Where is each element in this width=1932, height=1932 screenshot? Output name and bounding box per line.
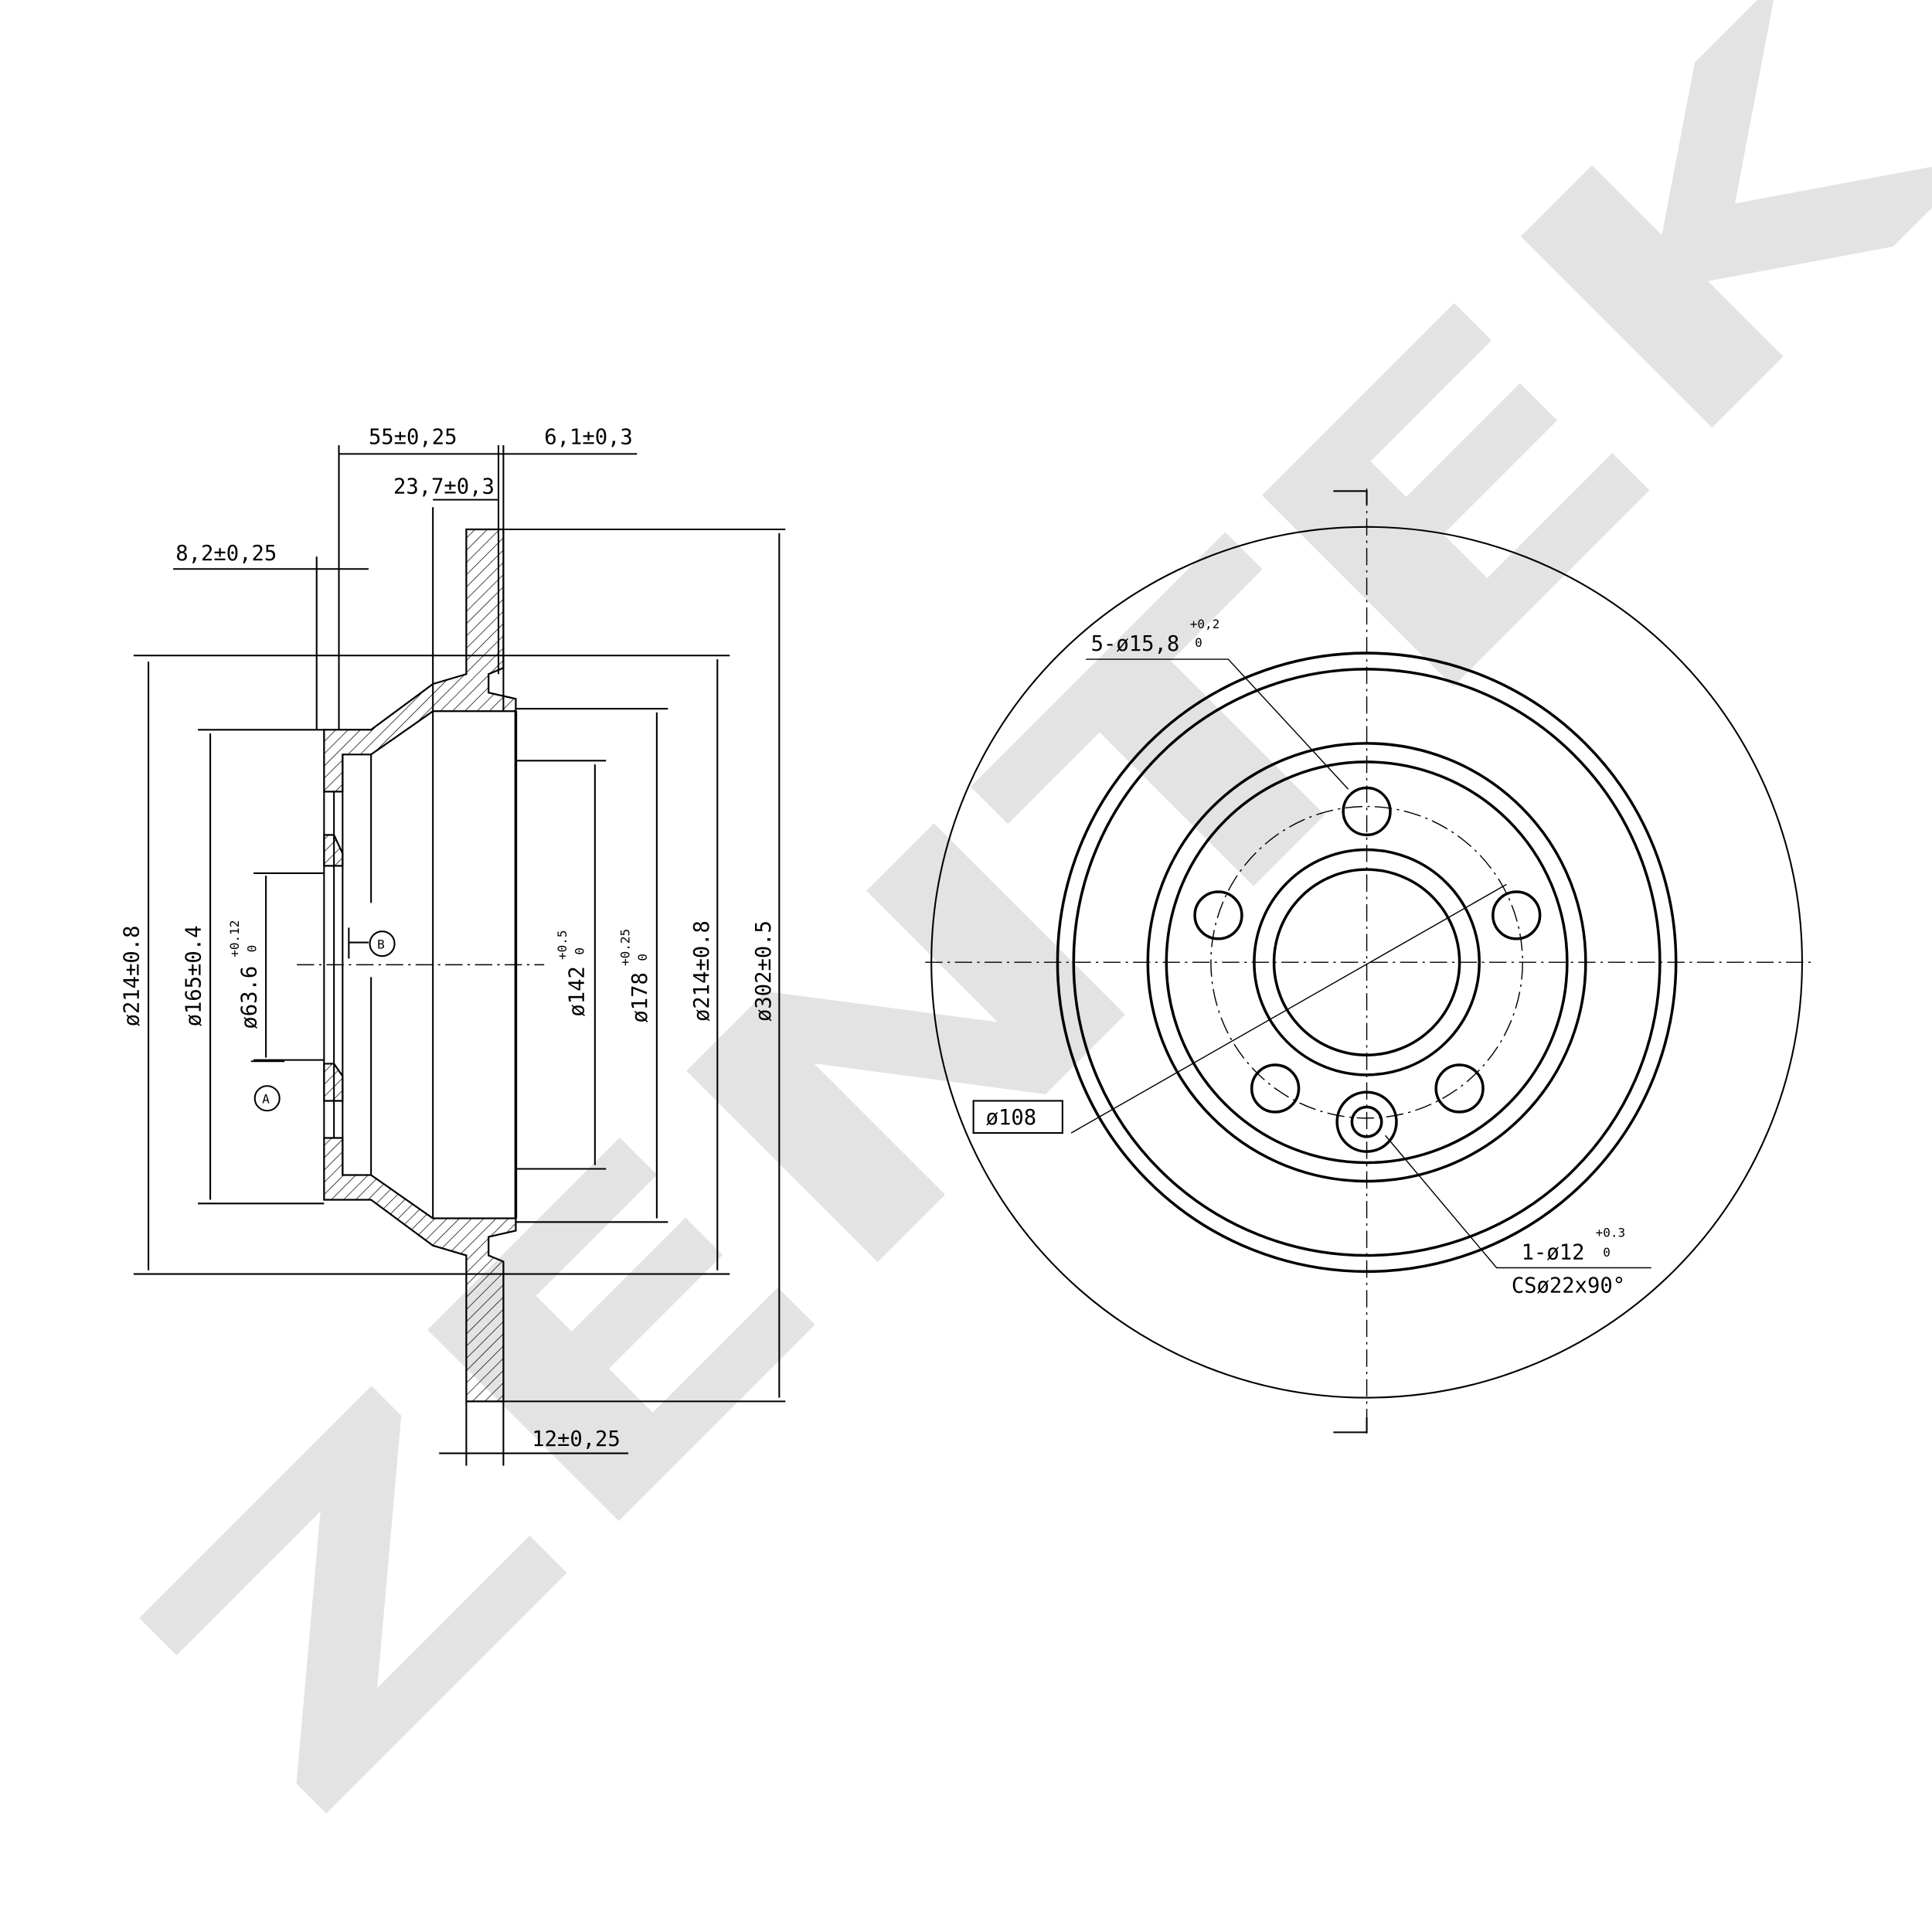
bolt-hole xyxy=(1250,1063,1301,1114)
dim-hat-depth: 23,7±0,3 xyxy=(393,475,495,499)
bolt-hole xyxy=(1434,1063,1485,1114)
svg-text:0: 0 xyxy=(244,945,259,953)
datum-b-marker xyxy=(369,930,396,957)
dim-d178: ø178 +0.25 0 xyxy=(618,929,652,1023)
svg-text:0: 0 xyxy=(1603,1245,1611,1260)
svg-text:ø142: ø142 xyxy=(565,966,589,1016)
svg-text:+0.25: +0.25 xyxy=(618,929,633,966)
dim-ring-offset: 6,1±0,3 xyxy=(544,426,633,450)
svg-text:+0,2: +0,2 xyxy=(1190,617,1220,631)
dim-d214-right: ø214±0.8 xyxy=(690,920,714,1022)
watermark-text: ZENTEK xyxy=(66,0,1932,1893)
dim-d302: ø302±0.5 xyxy=(752,920,776,1022)
locator-hole-callout: 1-ø12 +0.3 0 xyxy=(1522,1226,1626,1265)
dim-d142: ø142 +0.5 0 xyxy=(555,930,589,1016)
svg-text:0: 0 xyxy=(635,954,650,961)
bolt-hole-callout: 5-ø15,8 +0,2 0 xyxy=(1091,617,1220,656)
dim-disc-thickness: 12±0,25 xyxy=(532,1427,621,1451)
front-view: 5-ø15,8 +0,2 0 ø108 1-ø12 +0.3 0 CSø22x9… xyxy=(925,488,1812,1435)
pcd-box xyxy=(972,1100,1063,1134)
watermark: ZENTEK xyxy=(66,0,1932,1893)
svg-text:+0.3: +0.3 xyxy=(1596,1226,1626,1240)
bolt-hole xyxy=(1492,890,1542,940)
svg-text:0: 0 xyxy=(1195,635,1202,650)
bolt-holes xyxy=(1193,786,1542,1114)
dim-hat-height: 55±0,25 xyxy=(369,426,457,450)
datum-a-marker xyxy=(253,1085,281,1112)
locator-hole xyxy=(1350,1105,1383,1138)
dim-d165: ø165±0.4 xyxy=(182,925,206,1026)
section-view: 55±0,25 6,1±0,3 23,7±0,3 8,2±0,25 12±0,2… xyxy=(120,426,786,1466)
bolt-hole xyxy=(1342,786,1392,837)
svg-text:5-ø15,8: 5-ø15,8 xyxy=(1091,632,1180,656)
svg-text:ø63.6: ø63.6 xyxy=(237,966,261,1029)
dim-d214-left: ø214±0.8 xyxy=(120,925,144,1026)
svg-text:ø178: ø178 xyxy=(628,972,652,1022)
svg-text:+0.5: +0.5 xyxy=(555,930,570,960)
pcd-label: ø108 xyxy=(986,1106,1036,1130)
locator-hole-countersink xyxy=(1335,1090,1398,1153)
dim-hub-thickness: 8,2±0,25 xyxy=(175,542,277,566)
svg-text:1-ø12: 1-ø12 xyxy=(1522,1240,1585,1264)
datum-a-label: A xyxy=(262,1092,270,1107)
svg-text:0: 0 xyxy=(572,947,587,955)
svg-text:+0.12: +0.12 xyxy=(227,920,242,957)
bolt-hole xyxy=(1193,890,1243,940)
countersink-label: CSø22x90° xyxy=(1512,1274,1625,1298)
dim-d63-6: ø63.6 +0.12 0 xyxy=(227,920,261,1029)
datum-b-label: B xyxy=(377,937,385,952)
